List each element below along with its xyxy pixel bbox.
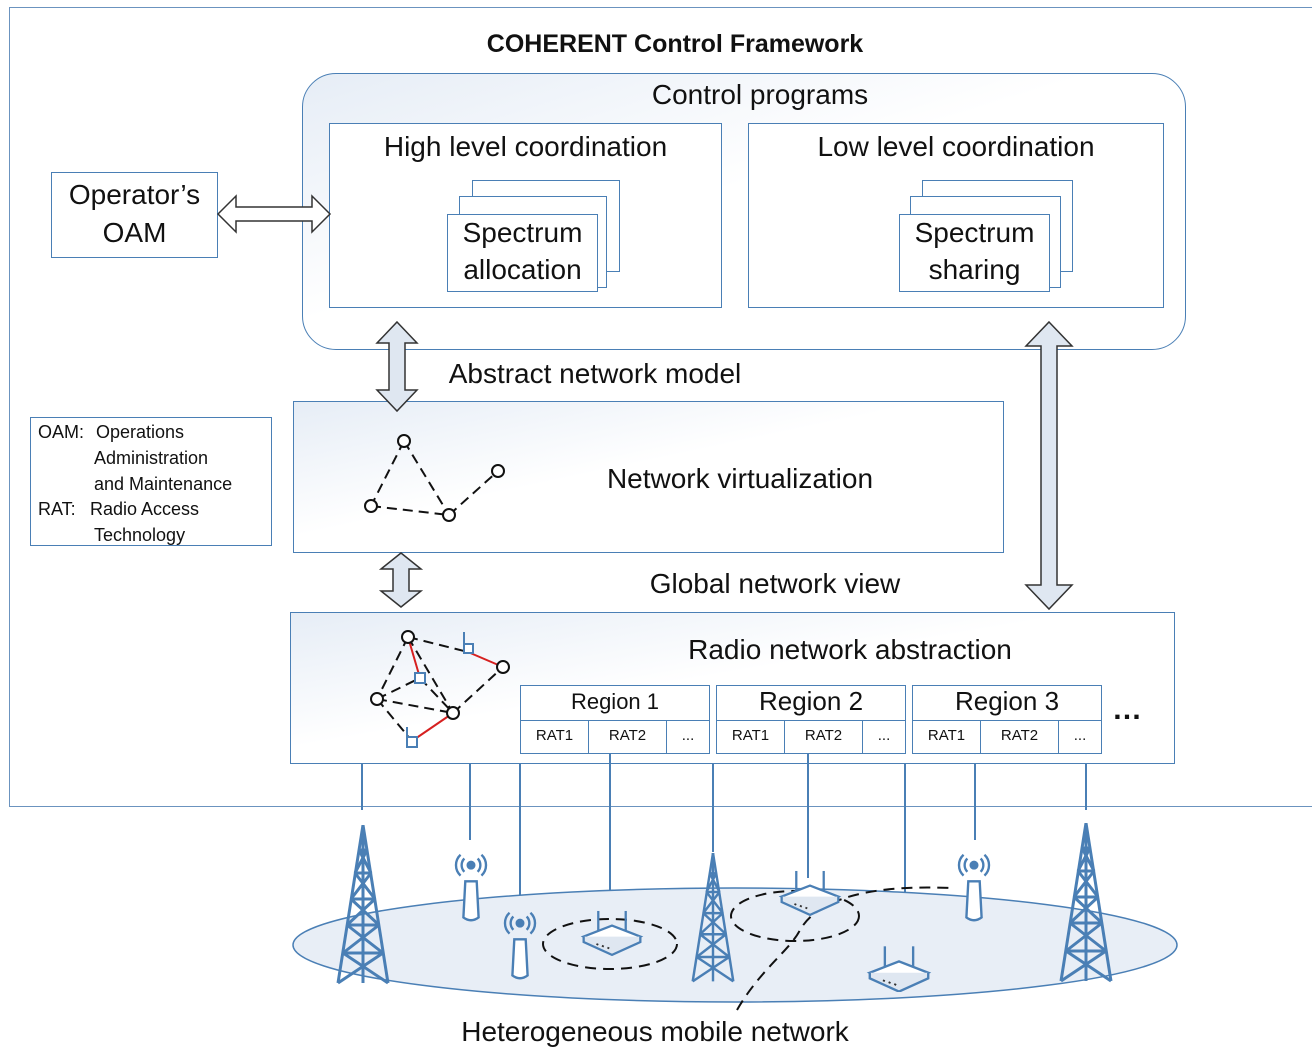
region-1-rat-more [666, 720, 710, 754]
control-to-virtualization-arrow [375, 320, 419, 413]
legend-oam-line2: Administration [94, 448, 209, 468]
operator-oam-line2: OAM [102, 217, 167, 248]
region-3-rat-more-label: ... [1073, 727, 1087, 744]
framework-title: COHERENT Control Framework [486, 30, 864, 58]
control-programs-title: Control programs [651, 79, 869, 110]
spectrum-allocation-line2: allocation [463, 254, 582, 285]
high-level-coordination-title: High level coordination [383, 131, 668, 162]
operator-oam-line1: Operator’s [68, 179, 201, 210]
region-3-rat-more [1058, 720, 1102, 754]
region-1-rat2-label: RAT2 [608, 727, 647, 744]
operator-oam-box [51, 172, 218, 258]
legend-rat-line1: Radio Access [90, 499, 200, 519]
heterogeneous-mobile-network-label: Heterogeneous mobile network [461, 1016, 849, 1047]
region-2-label: Region 2 [758, 686, 864, 716]
region-1-rat1 [520, 720, 589, 754]
low-level-to-radio-arrow [1024, 320, 1074, 611]
abstract-network-model-label: Abstract network model [448, 358, 742, 389]
spectrum-sharing-line2: sharing [928, 254, 1021, 285]
region-1-rat1-label: RAT1 [535, 727, 574, 744]
region-1-rat2 [588, 720, 667, 754]
region-3-rat1-label: RAT1 [927, 727, 966, 744]
spectrum-allocation-line1: Spectrum [462, 217, 583, 248]
region-2-rat2 [784, 720, 863, 754]
network-virtualization-box [293, 401, 1004, 553]
legend-oam-line1: Operations [96, 422, 185, 442]
spectrum-allocation-card [447, 214, 598, 292]
region-2-rat-more [862, 720, 906, 754]
legend-rat-key: RAT: [38, 499, 76, 519]
region-3-rat2-label: RAT2 [1000, 727, 1039, 744]
region-2-rat1 [716, 720, 785, 754]
virtual-network-graph [364, 434, 505, 522]
legend-box [30, 417, 272, 546]
oam-double-arrow [216, 194, 332, 234]
region-1-label: Region 1 [570, 689, 660, 714]
network-virtualization-title: Network virtualization [606, 463, 874, 494]
network-ellipse [292, 887, 1178, 1003]
global-network-view-label: Global network view [649, 568, 901, 599]
radio-network-graph [370, 630, 510, 748]
legend-oam-line3: and Maintenance [94, 474, 233, 494]
region-2-rat-more-label: ... [877, 727, 891, 744]
more-regions-ellipsis: … [1112, 693, 1142, 726]
region-3-rat2 [980, 720, 1059, 754]
legend-rat-line2: Technology [94, 525, 186, 545]
region-2-rat2-label: RAT2 [804, 727, 843, 744]
spectrum-sharing-line1: Spectrum [914, 217, 1035, 248]
region-1-rat-more-label: ... [681, 727, 695, 744]
radio-network-abstraction-title: Radio network abstraction [688, 634, 1012, 665]
region-2-rat1-label: RAT1 [731, 727, 770, 744]
legend-oam-key: OAM: [38, 422, 85, 442]
region-3-label: Region 3 [954, 686, 1060, 716]
spectrum-sharing-card [899, 214, 1050, 292]
low-level-coordination-title: Low level coordination [817, 131, 1095, 162]
virtualization-to-radio-arrow [378, 552, 424, 608]
